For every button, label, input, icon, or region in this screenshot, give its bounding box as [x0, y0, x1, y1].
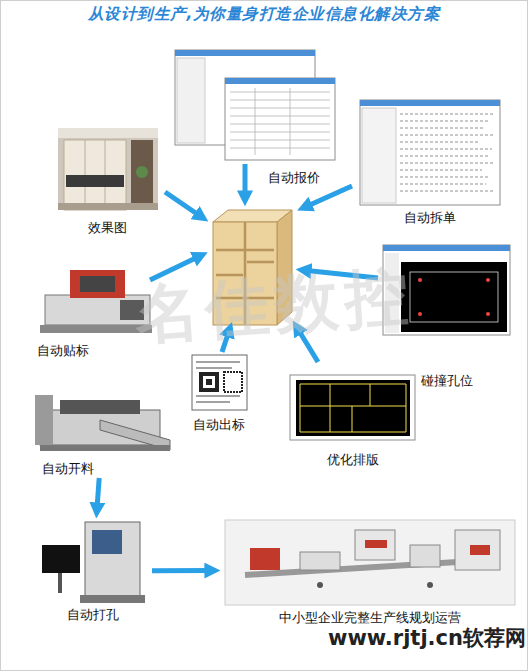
watermark: 名佳数控	[92, 250, 457, 362]
illustration-node: 自动拆单	[355, 97, 505, 225]
illustration-node: 自动贴标	[35, 262, 155, 358]
label-sheet	[192, 355, 247, 410]
quote-screenshot	[175, 50, 335, 160]
labeling-machine	[40, 270, 152, 333]
node-caption: 中小型企业完整生产线规划运营	[279, 610, 461, 625]
node-caption: 自动拆单	[404, 210, 456, 225]
node-caption: 碰撞孔位	[421, 373, 473, 388]
node-caption: 自动报价	[268, 170, 320, 185]
drilling-machine	[42, 522, 145, 603]
illustration-node: 优化排版	[285, 372, 420, 467]
flow-arrow	[97, 478, 99, 512]
node-caption: 自动贴标	[37, 343, 89, 358]
node-caption: 自动开料	[42, 461, 94, 476]
illustration-node: 碰撞孔位	[378, 242, 515, 388]
flow-arrow	[152, 568, 214, 573]
illustration-node: 自动开料	[30, 388, 175, 476]
node-caption: 优化排版	[327, 452, 379, 467]
illustration-node: 自动打孔	[35, 520, 150, 622]
split-screenshot	[360, 100, 500, 205]
room-photo	[58, 128, 158, 210]
hole-screenshot	[383, 245, 510, 335]
illustration-node: 自动出标	[188, 352, 250, 432]
production-line	[225, 520, 515, 605]
node-caption: 效果图	[88, 220, 127, 235]
node-caption: 自动出标	[193, 417, 245, 432]
cabinet	[213, 210, 292, 325]
illustration-node: 自动报价	[170, 45, 340, 185]
node-caption: 自动打孔	[67, 607, 119, 622]
illustration-node: 中小型企业完整生产线规划运营	[222, 515, 517, 625]
nesting-screen	[290, 375, 415, 440]
site-watermark: www.rjtj.cn软荐网	[290, 624, 526, 652]
cutting-machine	[35, 395, 170, 451]
illustration-node: 效果图	[50, 125, 165, 235]
flow-arrow	[150, 164, 378, 362]
diagram-title: 从设计到生产,为你量身打造企业信息化解决方案	[0, 4, 528, 25]
